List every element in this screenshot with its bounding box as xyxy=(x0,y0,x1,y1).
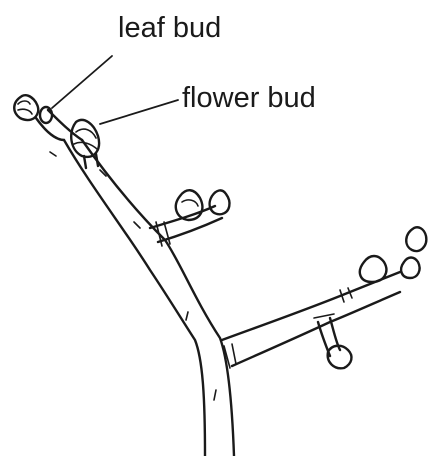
flower-bud xyxy=(71,120,99,157)
lower-branch xyxy=(222,272,400,368)
leaf-bud-label: leaf bud xyxy=(118,14,221,43)
flower-bud-label: flower bud xyxy=(182,84,316,113)
terminal-leaf-bud xyxy=(14,95,38,120)
lower-tip-bud xyxy=(406,227,426,251)
lower-flower-bud xyxy=(360,256,387,282)
middle-branch xyxy=(150,206,222,246)
middle-tip-bud xyxy=(210,190,230,214)
middle-flower-bud-scale xyxy=(182,200,198,206)
lower-side-bud xyxy=(401,258,419,279)
flower-bud-leader-line xyxy=(100,100,178,124)
leaf-bud-leader-line xyxy=(52,56,112,108)
terminal-leaf-bud-scale xyxy=(18,101,32,114)
leaf-bud-marker xyxy=(40,107,52,123)
main-stem xyxy=(64,140,234,456)
